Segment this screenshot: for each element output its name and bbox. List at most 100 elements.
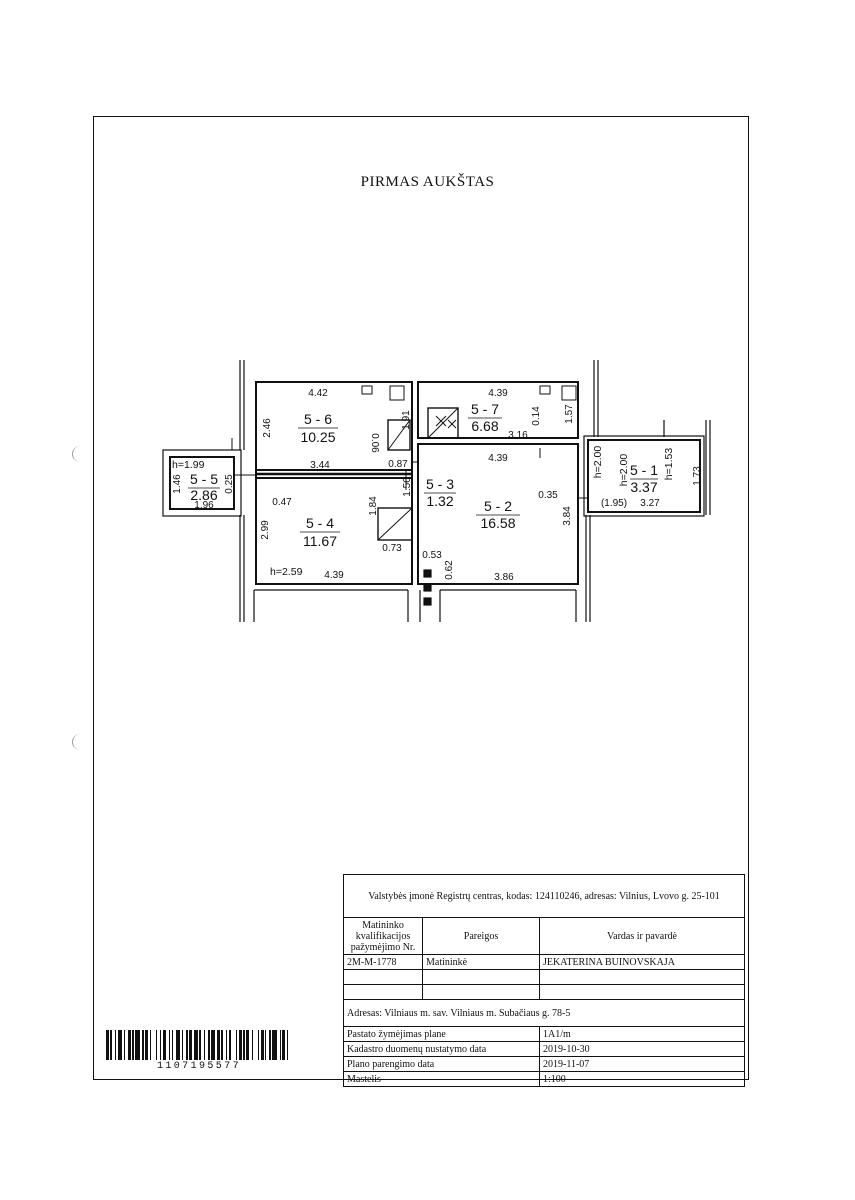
dimension: 1.91	[401, 410, 412, 430]
dimension-labels: 4.42 2.46 1.91 0.06 4.39 1.57 0.14 3.16 …	[172, 388, 703, 583]
barcode-bar	[170, 1030, 172, 1060]
dimension: 0.73	[382, 543, 402, 554]
barcode-bar	[193, 1030, 198, 1060]
row-value: 2019-11-07	[539, 1056, 745, 1072]
row-label: Kadastro duomenų nustatymo data	[343, 1041, 540, 1057]
barcode-bar	[122, 1030, 124, 1060]
barcode-bar	[186, 1030, 188, 1060]
barcode-bar	[139, 1030, 143, 1060]
barcode-bar	[253, 1030, 258, 1060]
barcode-bar	[216, 1030, 220, 1060]
blank-cell	[422, 969, 540, 985]
blank-cell	[422, 984, 540, 1000]
barcode-bar	[130, 1030, 133, 1060]
barcode-bar	[205, 1030, 209, 1060]
barcode-bar	[222, 1030, 226, 1060]
address: Adresas: Vilniaus m. sav. Vilniaus m. Su…	[343, 999, 745, 1027]
blank-cell	[343, 969, 423, 985]
barcode-bar	[183, 1030, 187, 1060]
barcode-bar	[145, 1030, 149, 1060]
radiator-icon	[435, 415, 457, 429]
barcode-bar	[221, 1030, 223, 1060]
barcode-bar	[257, 1030, 260, 1060]
barcode-bar	[227, 1030, 229, 1060]
barcode-bar	[235, 1030, 238, 1060]
dimension: 1.73	[692, 466, 703, 486]
dimension: 0.87	[388, 459, 408, 470]
barcode-bar	[181, 1030, 184, 1060]
barcode-bar	[209, 1030, 211, 1060]
column-header: Vardas ir pavardė	[539, 917, 745, 955]
barcode: 1107195577	[106, 1030, 292, 1072]
barcode-bar	[282, 1030, 286, 1060]
dimension: 4.39	[488, 388, 508, 399]
barcode-bar	[124, 1030, 128, 1060]
title-block: Valstybės įmonė Registrų centras, kodas:…	[343, 874, 745, 1087]
barcode-bar	[162, 1030, 166, 1060]
barcode-bar	[269, 1030, 271, 1060]
barcode-bar	[238, 1030, 242, 1060]
barcode-bar	[111, 1030, 115, 1060]
barcode-bar	[110, 1030, 112, 1060]
barcode-bar	[189, 1030, 193, 1060]
row-label: Plano parengimo data	[343, 1056, 540, 1072]
dimension: 3.44	[310, 460, 330, 471]
barcode-bar	[225, 1030, 228, 1060]
dimension: 1.56	[402, 477, 413, 497]
height-label: h=2.00	[592, 446, 604, 479]
barcode-bars	[106, 1030, 292, 1060]
barcode-bar	[143, 1030, 146, 1060]
barcode-bar	[244, 1030, 246, 1060]
row-value: 1:100	[539, 1071, 745, 1087]
barcode-bar	[266, 1030, 270, 1060]
row-value: 2019-10-30	[539, 1041, 745, 1057]
barcode-bar	[192, 1030, 194, 1060]
barcode-bar	[243, 1030, 245, 1060]
blank-cell	[343, 984, 423, 1000]
dimension: 2.99	[260, 520, 271, 540]
dimension: 3.27	[640, 498, 660, 509]
barcode-bar	[219, 1030, 222, 1060]
barcode-bar	[272, 1030, 277, 1060]
barcode-bar	[142, 1030, 144, 1060]
room-area: 16.58	[480, 515, 515, 531]
dimension: 0.14	[531, 406, 542, 426]
barcode-bar	[176, 1030, 181, 1060]
dimension: 4.39	[324, 570, 344, 581]
barcode-bar	[279, 1030, 282, 1060]
barcode-bar	[155, 1030, 158, 1060]
barcode-bar	[151, 1030, 156, 1060]
barcode-number: 1107195577	[156, 1061, 241, 1072]
punch-hole-mark	[72, 734, 83, 750]
dimension: 0.35	[538, 490, 558, 501]
barcode-bar	[149, 1030, 152, 1060]
barcode-bar	[270, 1030, 273, 1060]
barcode-bar	[161, 1030, 163, 1060]
barcode-bar	[286, 1030, 289, 1060]
barcode-bar	[215, 1030, 217, 1060]
barcode-bar	[211, 1030, 216, 1060]
barcode-bar	[228, 1030, 232, 1060]
dimension: 1.57	[564, 404, 575, 424]
barcode-bar	[159, 1030, 162, 1060]
room-id: 5 - 4	[306, 515, 334, 531]
barcode-bar	[187, 1030, 190, 1060]
dimension: 1.96	[194, 500, 214, 511]
room-id: 5 - 5	[190, 471, 218, 487]
barcode-bar	[263, 1030, 265, 1060]
barcode-bar	[168, 1030, 171, 1060]
barcode-bar	[237, 1030, 239, 1060]
barcode-bar	[157, 1030, 160, 1060]
room-id: 5 - 3	[426, 476, 454, 492]
barcode-bar	[171, 1030, 174, 1060]
barcode-bar	[259, 1030, 261, 1060]
dimension: 1.84	[368, 496, 379, 516]
room-area: 1.32	[426, 493, 453, 509]
room-area: 10.25	[300, 429, 335, 445]
dimension: 0.53	[422, 550, 442, 561]
barcode-bar	[173, 1030, 176, 1060]
barcode-bar	[123, 1030, 125, 1060]
position: Matininkė	[422, 954, 540, 970]
barcode-bar	[208, 1030, 210, 1060]
barcode-bar	[248, 1030, 252, 1060]
